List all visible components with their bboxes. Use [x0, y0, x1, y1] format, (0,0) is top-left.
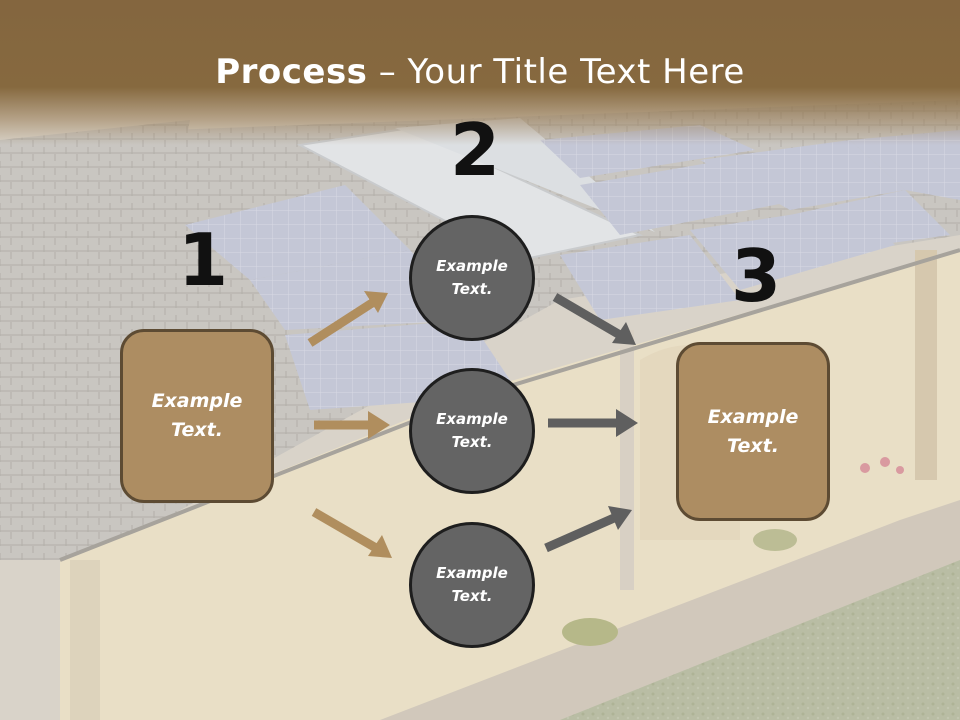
arrow-icon — [311, 508, 392, 558]
left-box: Example Text. — [120, 329, 274, 503]
arrow-icon — [548, 409, 638, 437]
arrow-icon — [307, 291, 388, 347]
circle-top-text: Example Text. — [436, 257, 508, 298]
title-bold: Process — [215, 52, 368, 92]
circle-middle: Example Text. — [409, 368, 535, 494]
circle-top: Example Text. — [409, 215, 535, 341]
left-box-text: Example Text. — [151, 390, 243, 441]
circle-bottom: Example Text. — [409, 522, 535, 648]
slide-title: Process – Your Title Text Here — [0, 52, 960, 92]
step-number-1: 1 — [178, 218, 229, 302]
title-band — [0, 0, 960, 145]
right-box-text: Example Text. — [707, 405, 799, 457]
circle-middle-text: Example Text. — [436, 410, 508, 451]
title-rest: – Your Title Text Here — [367, 52, 745, 92]
arrow-icon — [544, 506, 632, 553]
arrow-icon — [314, 411, 390, 439]
right-box: Example Text. — [676, 342, 830, 521]
step-number-3: 3 — [731, 234, 782, 318]
arrow-icon — [552, 293, 636, 345]
step-number-2: 2 — [450, 108, 501, 192]
circle-bottom-text: Example Text. — [436, 564, 508, 605]
